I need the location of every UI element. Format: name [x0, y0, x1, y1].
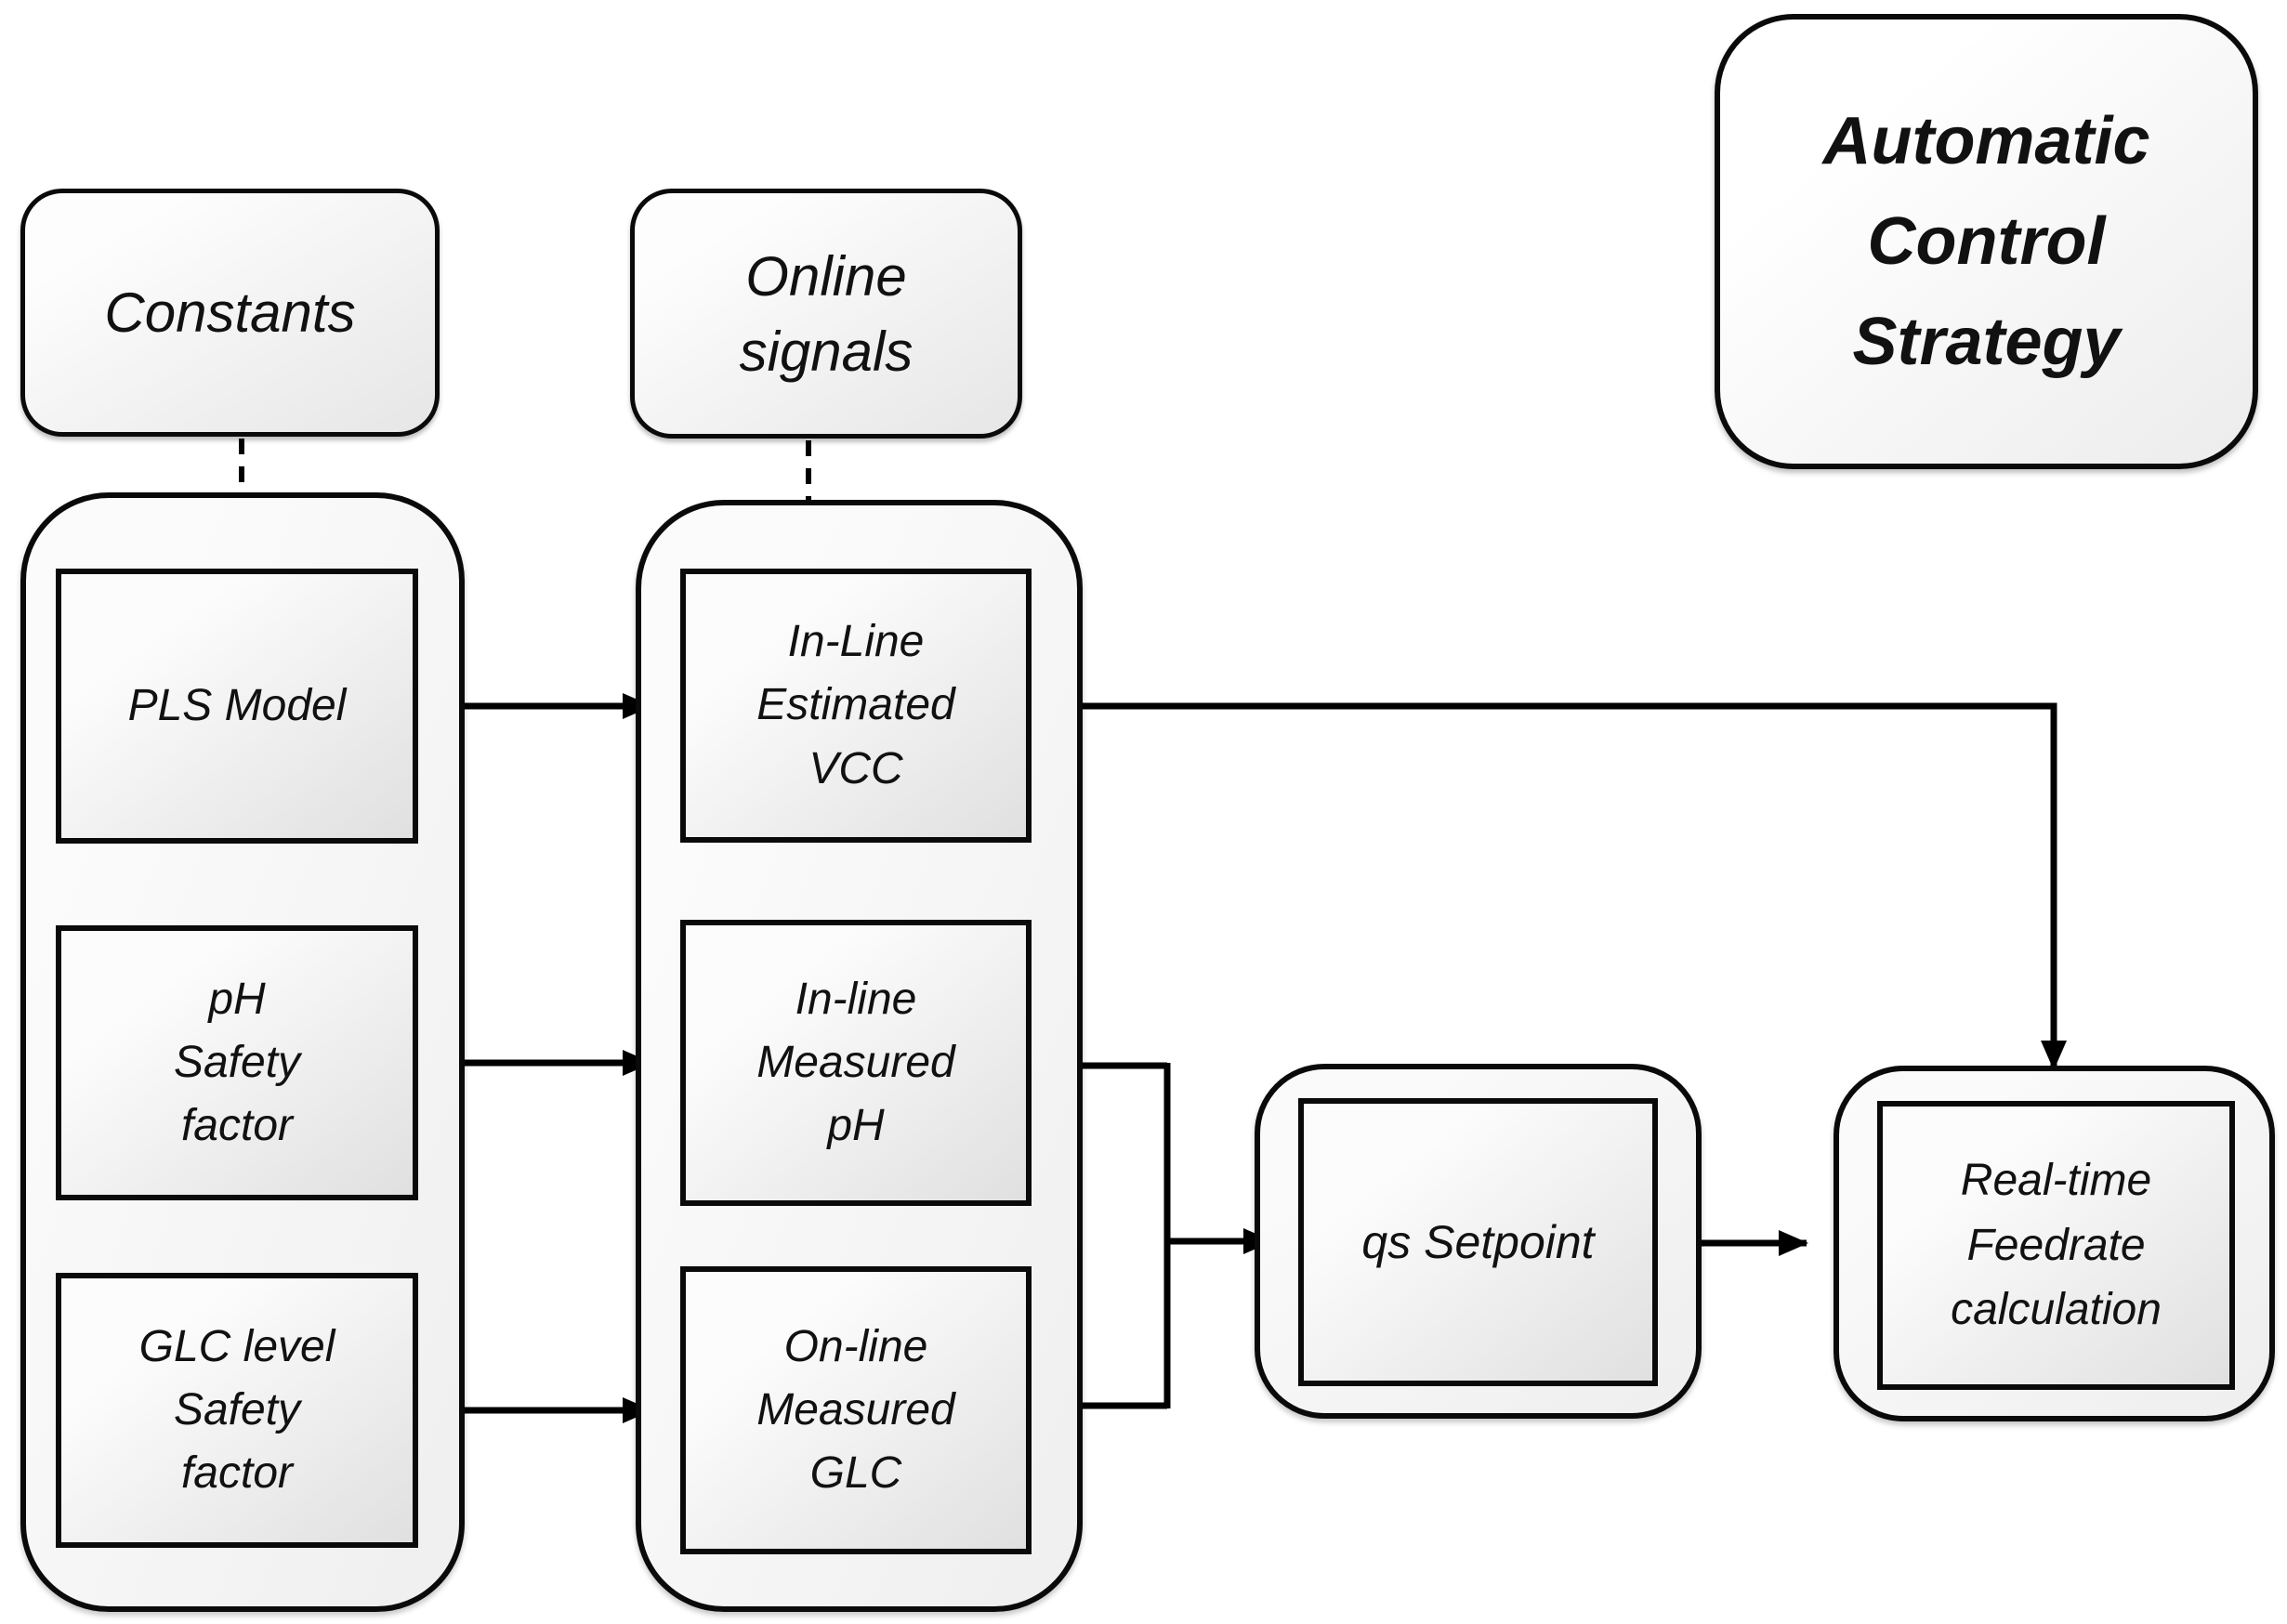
automatic-control-strategy-box: Automatic Control Strategy: [1715, 14, 2258, 469]
glc-level-safety-factor-box: GLC level Safety factor: [56, 1273, 418, 1548]
online-signals-header-label: Online signals: [739, 244, 913, 383]
arrow-vcc-to-feedrate: [1032, 702, 2067, 1070]
glc-level-safety-factor-label: GLC level Safety factor: [138, 1321, 335, 1499]
qs-setpoint-label: qs Setpoint: [1361, 1215, 1595, 1268]
automatic-control-strategy-label: Automatic Control Strategy: [1822, 104, 2150, 379]
inline-estimated-vcc-box: In-Line Estimated VCC: [680, 569, 1032, 843]
pls-model-label: PLS Model: [127, 680, 347, 730]
inline-measured-ph-box: In-line Measured pH: [680, 920, 1032, 1206]
qs-setpoint-box: qs Setpoint: [1298, 1098, 1658, 1386]
ph-safety-factor-box: pH Safety factor: [56, 925, 418, 1200]
pls-model-box: PLS Model: [56, 569, 418, 844]
realtime-feedrate-label: Real-time Feedrate calculation: [1951, 1156, 2162, 1335]
online-measured-glc-label: On-line Measured GLC: [756, 1321, 955, 1499]
online-signals-header-box: Online signals: [630, 189, 1022, 439]
inline-measured-ph-label: In-line Measured pH: [756, 974, 955, 1151]
ph-safety-factor-label: pH Safety factor: [173, 974, 301, 1151]
realtime-feedrate-box: Real-time Feedrate calculation: [1877, 1101, 2235, 1390]
constants-header-box: Constants: [20, 189, 440, 437]
constants-header-label: Constants: [104, 282, 356, 344]
inline-estimated-vcc-label: In-Line Estimated VCC: [756, 617, 955, 793]
online-measured-glc-box: On-line Measured GLC: [680, 1266, 1032, 1554]
